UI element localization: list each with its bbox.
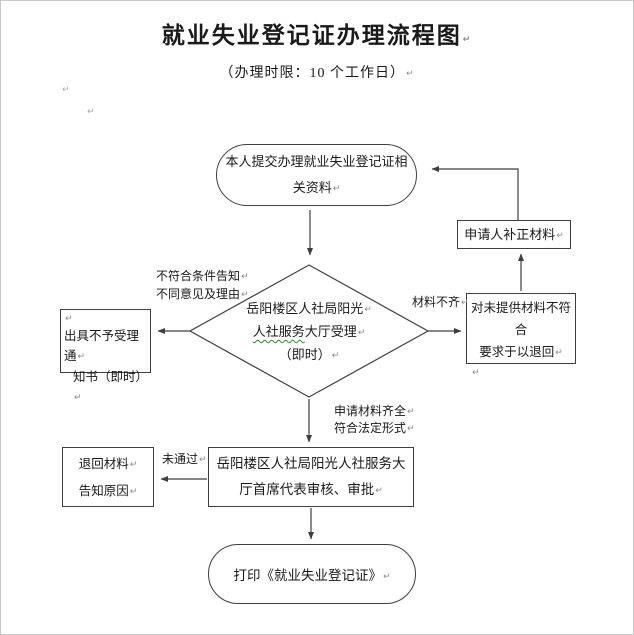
start-node: 本人提交办理就业失业登记证相 关资料↵ bbox=[216, 144, 417, 206]
page-title: 就业失业登记证办理流程图↵ bbox=[161, 23, 473, 48]
return-mark: ↵ bbox=[129, 460, 138, 470]
not-qualified-line1: 不符合条件告知↵ bbox=[156, 269, 249, 283]
return-mark: ↵ bbox=[556, 231, 564, 241]
decision-node-text: 岳阳楼区人社局阳光↵ 人社服务大厅受理↵ （即时）↵ bbox=[207, 298, 411, 367]
review-line1: 岳阳楼区人社局阳光人社服务大 bbox=[216, 456, 406, 471]
return-incomplete-line2: 要求于以退回↵ bbox=[479, 345, 563, 359]
reject-notice-line2: 知书（即时）↵ bbox=[73, 370, 149, 403]
materials-complete-line2: 符合法定形式↵ bbox=[334, 420, 415, 435]
review-approval-node: 岳阳楼区人社局阳光人社服务大 厅首席代表审核、审批↵ bbox=[208, 447, 414, 507]
return-mark: ↵ bbox=[241, 290, 249, 300]
materials-complete-line1: 申请材料齐全↵ bbox=[334, 404, 415, 418]
decision-line2: 人社服务大厅受理↵ bbox=[252, 324, 366, 339]
return-mark: ↵ bbox=[375, 486, 383, 496]
reject-notice-mark-line: ↵ bbox=[65, 314, 73, 324]
return-mark: ↵ bbox=[364, 305, 372, 315]
return-mark: ↵ bbox=[555, 348, 563, 358]
return-reason-line1: 退回材料↵ bbox=[78, 457, 138, 471]
return-mark: ↵ bbox=[74, 393, 82, 403]
review-line2: 厅首席代表审核、审批↵ bbox=[239, 482, 383, 497]
edge-label-materials-complete: 申请材料齐全↵ 符合法定形式↵ bbox=[334, 404, 415, 437]
return-mark: ↵ bbox=[357, 328, 366, 338]
return-mark: ↵ bbox=[241, 272, 249, 282]
return-incomplete-mark-line: ↵ bbox=[472, 368, 480, 378]
not-qualified-line2: 不同意见及理由↵ bbox=[156, 287, 249, 301]
decision-line3: （即时）↵ bbox=[278, 347, 340, 362]
decision-line1: 岳阳楼区人社局阳光↵ bbox=[246, 301, 372, 316]
edge-label-not-passed: 未通过↵ bbox=[162, 452, 207, 466]
return-mark: ↵ bbox=[462, 35, 473, 45]
return-mark: ↵ bbox=[405, 69, 415, 79]
return-mark: ↵ bbox=[331, 351, 340, 361]
reject-notice-line1: 出具不予受理通↵ bbox=[64, 329, 140, 363]
paragraph-mark: ↵ bbox=[62, 85, 70, 95]
edge-supplement-to-start bbox=[431, 166, 519, 220]
end-node: 打印《就业失业登记证》↵ bbox=[208, 544, 416, 604]
return-mark: ↵ bbox=[382, 572, 391, 582]
end-node-label: 打印《就业失业登记证》↵ bbox=[233, 568, 391, 583]
supplement-materials-node: 申请人补正材料↵ bbox=[457, 220, 571, 249]
return-mark: ↵ bbox=[199, 455, 207, 465]
start-node-line2: 关资料↵ bbox=[292, 179, 341, 195]
return-reason-line2: 告知原因↵ bbox=[78, 484, 138, 498]
return-mark: ↵ bbox=[407, 423, 415, 434]
return-mark: ↵ bbox=[407, 407, 415, 417]
reject-notice-node: ↵ 出具不予受理通↵ 知书（即时）↵ bbox=[60, 309, 151, 403]
return-incomplete-line1: 对未提供材料不符合 bbox=[470, 301, 571, 337]
spellcheck-underline: 人社服务 bbox=[252, 324, 305, 339]
start-node-line1: 本人提交办理就业失业登记证相 bbox=[225, 153, 408, 169]
return-reason-node: 退回材料↵ 告知原因↵ bbox=[62, 447, 154, 507]
return-mark: ↵ bbox=[129, 487, 138, 497]
return-incomplete-node: 对未提供材料不符合 要求于以退回↵ ↵ bbox=[466, 293, 576, 378]
paragraph-mark: ↵ bbox=[87, 107, 95, 117]
return-mark: ↵ bbox=[332, 183, 341, 194]
page-subtitle: （办理时限：10 个工作日）↵ bbox=[219, 66, 415, 81]
return-mark: ↵ bbox=[77, 352, 86, 362]
return-mark: ↵ bbox=[461, 298, 469, 308]
edge-label-not-qualified: 不符合条件告知↵ 不同意见及理由↵ bbox=[156, 268, 249, 304]
supplement-materials-label: 申请人补正材料 bbox=[464, 227, 556, 242]
edge-label-materials-incomplete: 材料不齐↵ bbox=[412, 295, 469, 309]
